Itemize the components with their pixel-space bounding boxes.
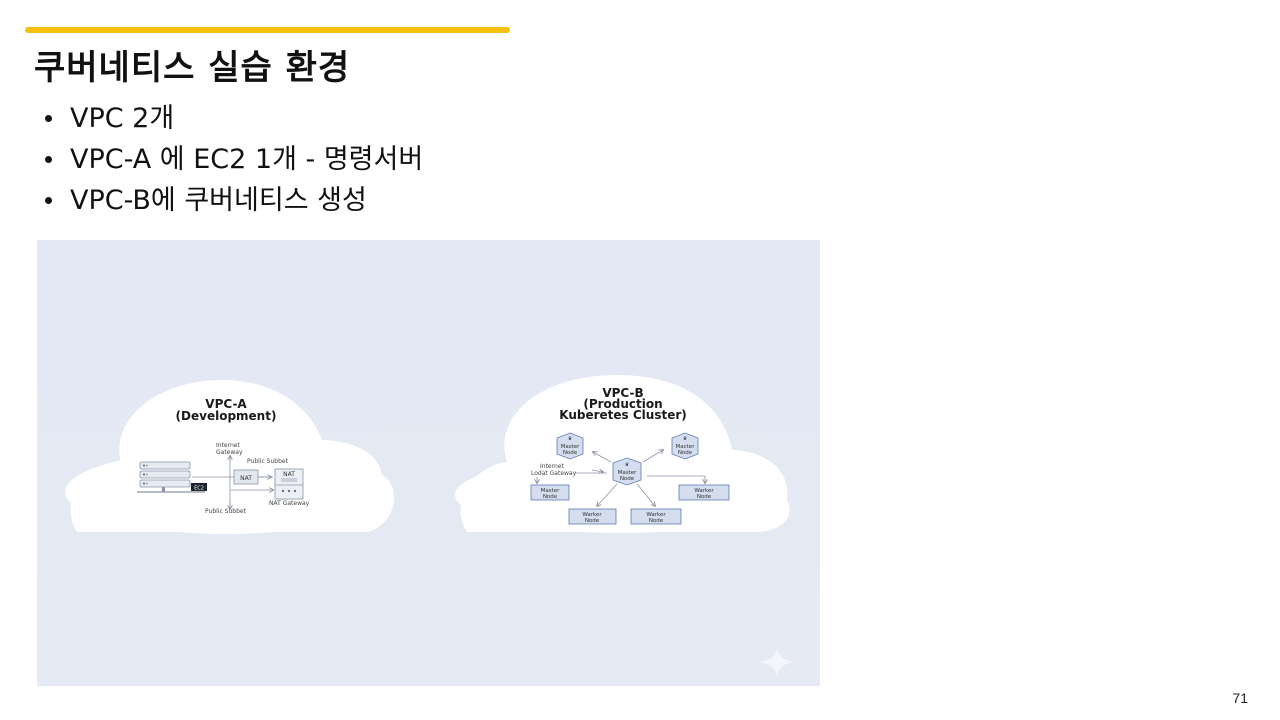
svg-text:NAT: NAT <box>283 471 295 478</box>
svg-text:Master: Master <box>541 488 561 494</box>
vpc-b-title: VPC-B <box>602 386 643 400</box>
bullet-item: VPC 2개 <box>42 98 423 139</box>
svg-text:NAT: NAT <box>240 475 252 482</box>
bullet-item: VPC-B에 쿠버네티스 생성 <box>42 180 423 221</box>
page-number: 71 <box>1232 690 1248 706</box>
svg-text:Node: Node <box>585 518 600 524</box>
svg-text:Node: Node <box>563 450 578 456</box>
master-node-hex: ♛ Macter Node <box>671 432 699 460</box>
worker-node-box: Warker Node <box>630 508 682 525</box>
crown-icon: ♛ <box>683 436 687 442</box>
bullet-list: VPC 2개 VPC-A 에 EC2 1개 - 명령서버 VPC-B에 쿠버네티… <box>42 98 423 221</box>
svg-text:Master: Master <box>618 470 638 476</box>
crown-icon: ♛ <box>568 436 572 442</box>
nat-gateway-label: NAT Gateway <box>269 500 310 507</box>
svg-text:(Production: (Production <box>583 397 662 411</box>
slide-title: 쿠버네티스 실습 환경 <box>34 48 351 88</box>
server-stack-icon: EC2 <box>137 461 207 493</box>
vpc-a-title: VPC-A <box>205 397 247 411</box>
crown-icon: ♛ <box>625 462 629 468</box>
internet-gateway-label: Internet <box>216 442 240 449</box>
svg-text:Warker: Warker <box>646 512 666 518</box>
bullet-item: VPC-A 에 EC2 1개 - 명령서버 <box>42 139 423 180</box>
svg-text:Kuberetes Cluster): Kuberetes Cluster) <box>559 408 687 422</box>
svg-text:Node: Node <box>678 450 693 456</box>
internet-gateway-label: Internet <box>540 463 564 470</box>
svg-text:Node: Node <box>649 518 664 524</box>
nat-box: NAT <box>233 469 259 485</box>
svg-text:Warker: Warker <box>694 488 714 494</box>
svg-text:Node: Node <box>697 494 712 500</box>
svg-text:Lodat Gateway: Lodat Gateway <box>531 470 577 477</box>
bullet-dot-icon <box>45 197 52 204</box>
public-subnet-bottom-label: Public Subbet <box>205 508 247 515</box>
master-node-box: Master Node <box>530 484 570 501</box>
nat-gateway-icon: NAT <box>274 468 304 500</box>
master-node-hex-center: ♛ Master Node <box>612 457 642 486</box>
bullet-dot-icon <box>45 156 52 163</box>
vpc-a-subtitle: (Development) <box>176 409 277 423</box>
svg-text:Node: Node <box>543 494 558 500</box>
svg-text:Node: Node <box>620 476 635 482</box>
public-subnet-top-label: Public Subbet <box>247 458 289 465</box>
sparkle-icon <box>759 648 795 676</box>
worker-node-box: Warker Node <box>568 508 617 525</box>
svg-text:Master: Master <box>561 444 581 450</box>
title-accent-bar <box>25 27 510 33</box>
ec2-label: EC2 <box>194 486 204 492</box>
master-node-hex: ♛ Master Node <box>556 432 584 460</box>
svg-text:Warker: Warker <box>582 512 602 518</box>
worker-node-box: Warker Node <box>678 484 730 501</box>
svg-text:Gateway: Gateway <box>216 449 243 456</box>
svg-text:Macter: Macter <box>676 444 696 450</box>
architecture-diagram-image: VPC-A (Development) EC2 Internet Gateway… <box>37 240 820 686</box>
bullet-dot-icon <box>45 115 52 122</box>
